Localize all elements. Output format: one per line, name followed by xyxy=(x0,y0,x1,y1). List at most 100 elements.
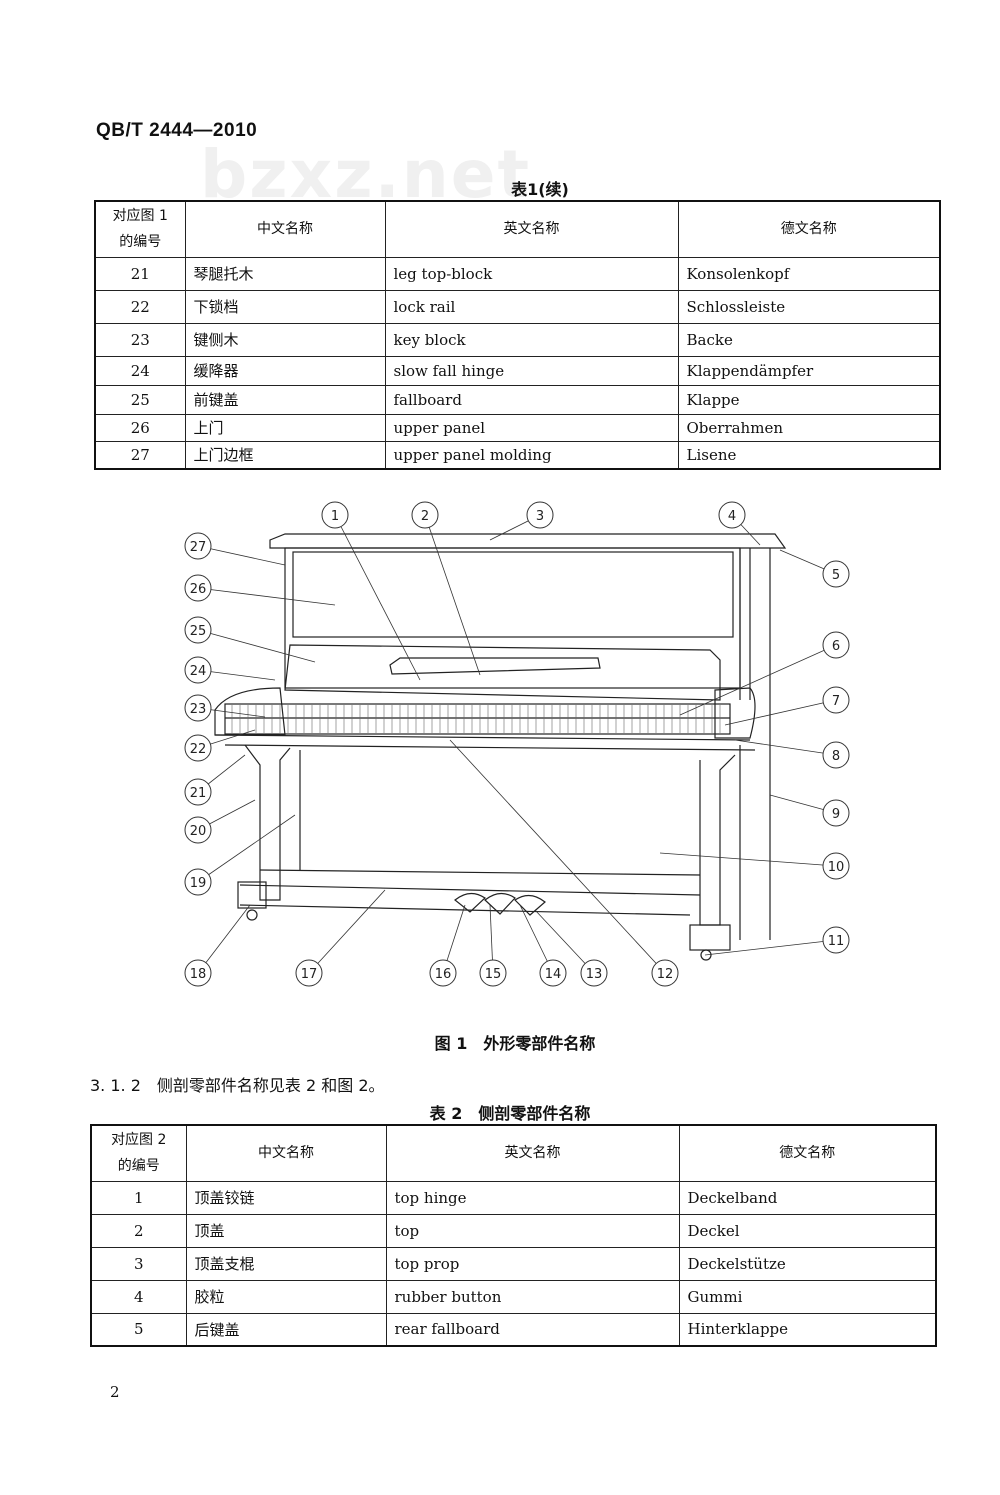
table1-cell-english-name: upper panel xyxy=(384,413,679,442)
callout-label: 11 xyxy=(828,934,845,949)
callout-25: 25 xyxy=(184,616,212,644)
callout-label: 2 xyxy=(421,509,429,524)
callout-label: 22 xyxy=(190,742,207,757)
callout-label: 15 xyxy=(485,967,502,982)
callout-label: 26 xyxy=(190,582,207,597)
callout-9: 9 xyxy=(822,799,850,827)
table1-cell-english-name: upper panel molding xyxy=(384,440,679,470)
table1-cell-german-name: Klappe xyxy=(677,384,941,415)
table2-cell-german-name: Hinterklappe xyxy=(678,1312,937,1347)
table2-col-german: 德文名称 xyxy=(678,1124,937,1182)
callout-label: 16 xyxy=(435,967,452,982)
callout-label: 5 xyxy=(832,568,840,583)
callout-2: 2 xyxy=(411,501,439,529)
table1-cell-chinese-name: 琴腿托木 xyxy=(184,256,386,291)
callout-label: 25 xyxy=(190,624,207,639)
callout-12: 12 xyxy=(651,959,679,987)
callout-5: 5 xyxy=(822,560,850,588)
callout-11: 11 xyxy=(822,926,850,954)
callout-3: 3 xyxy=(526,501,554,529)
table1-cell-chinese-name: 缓降器 xyxy=(184,355,386,386)
callout-13: 13 xyxy=(580,959,608,987)
table2-cell-number: 1 xyxy=(90,1180,187,1215)
piano-keys xyxy=(231,705,721,733)
callout-19: 19 xyxy=(184,868,212,896)
callout-6: 6 xyxy=(822,631,850,659)
callout-label: 21 xyxy=(190,786,207,801)
page-number: 2 xyxy=(110,1383,120,1401)
table2-cell-number: 3 xyxy=(90,1246,187,1281)
table2-caption: 表 2 侧剖零部件名称 xyxy=(429,1104,591,1123)
table2-col-number: 对应图 2 的编号 xyxy=(90,1124,187,1182)
callout-label: 27 xyxy=(190,540,207,555)
callout-label: 12 xyxy=(657,967,674,982)
table1-cell-german-name: Klappendämpfer xyxy=(677,355,941,386)
callout-label: 17 xyxy=(301,967,318,982)
table2-cell-chinese-name: 顶盖 xyxy=(185,1213,387,1248)
callout-14: 14 xyxy=(539,959,567,987)
callout-label: 4 xyxy=(728,509,736,524)
table1-cell-german-name: Backe xyxy=(677,322,941,357)
table2-cell-german-name: Deckelstütze xyxy=(678,1246,937,1281)
table1-col-german: 德文名称 xyxy=(677,200,941,258)
table1-cell-english-name: lock rail xyxy=(384,289,679,324)
callout-15: 15 xyxy=(479,959,507,987)
callout-1: 1 xyxy=(321,501,349,529)
table1-cell-number: 24 xyxy=(94,355,186,386)
table1-cell-english-name: leg top-block xyxy=(384,256,679,291)
table2-cell-chinese-name: 胶粒 xyxy=(185,1279,387,1314)
table1-cell-number: 25 xyxy=(94,384,186,415)
table1-cell-chinese-name: 上门边框 xyxy=(184,440,386,470)
table1-cell-number: 22 xyxy=(94,289,186,324)
table2-header-row: 对应图 2 的编号 中文名称 英文名称 德文名称 xyxy=(90,1124,937,1182)
callout-label: 14 xyxy=(545,967,562,982)
table2-cell-english-name: rubber button xyxy=(385,1279,680,1314)
callout-label: 3 xyxy=(536,509,544,524)
table2-cell-english-name: rear fallboard xyxy=(385,1312,680,1347)
table2-col-english: 英文名称 xyxy=(385,1124,680,1182)
callout-7: 7 xyxy=(822,686,850,714)
standard-code: QB/T 2444—2010 xyxy=(96,120,258,141)
table1-header-row: 对应图 1 的编号 中文名称 英文名称 德文名称 xyxy=(94,200,941,258)
table2-cell-number: 2 xyxy=(90,1213,187,1248)
callout-label: 23 xyxy=(190,702,207,717)
table1-cell-number: 23 xyxy=(94,322,186,357)
table1-cell-english-name: key block xyxy=(384,322,679,357)
table1-caption: 表1(续) xyxy=(511,180,569,199)
table1-col-chinese: 中文名称 xyxy=(184,200,386,258)
callout-label: 6 xyxy=(832,639,840,654)
callout-label: 24 xyxy=(190,664,207,679)
callout-8: 8 xyxy=(822,741,850,769)
table1-cell-chinese-name: 下锁档 xyxy=(184,289,386,324)
table2-cell-german-name: Deckel xyxy=(678,1213,937,1248)
callout-16: 16 xyxy=(429,959,457,987)
table1-cell-number: 27 xyxy=(94,440,186,470)
callout-label: 19 xyxy=(190,876,207,891)
table1-col-number: 对应图 1 的编号 xyxy=(94,200,186,258)
table2-cell-number: 5 xyxy=(90,1312,187,1347)
table2-cell-english-name: top xyxy=(385,1213,680,1248)
table1-cell-german-name: Schlossleiste xyxy=(677,289,941,324)
table1-cell-german-name: Oberrahmen xyxy=(677,413,941,442)
callout-26: 26 xyxy=(184,574,212,602)
callout-18: 18 xyxy=(184,959,212,987)
callout-label: 13 xyxy=(586,967,603,982)
callout-21: 21 xyxy=(184,778,212,806)
table2-cell-chinese-name: 顶盖支棍 xyxy=(185,1246,387,1281)
table1-col-english: 英文名称 xyxy=(384,200,679,258)
table2-cell-chinese-name: 顶盖铰链 xyxy=(185,1180,387,1215)
callout-label: 20 xyxy=(190,824,207,839)
callout-label: 10 xyxy=(828,860,845,875)
table2-cell-number: 4 xyxy=(90,1279,187,1314)
callout-4: 4 xyxy=(718,501,746,529)
